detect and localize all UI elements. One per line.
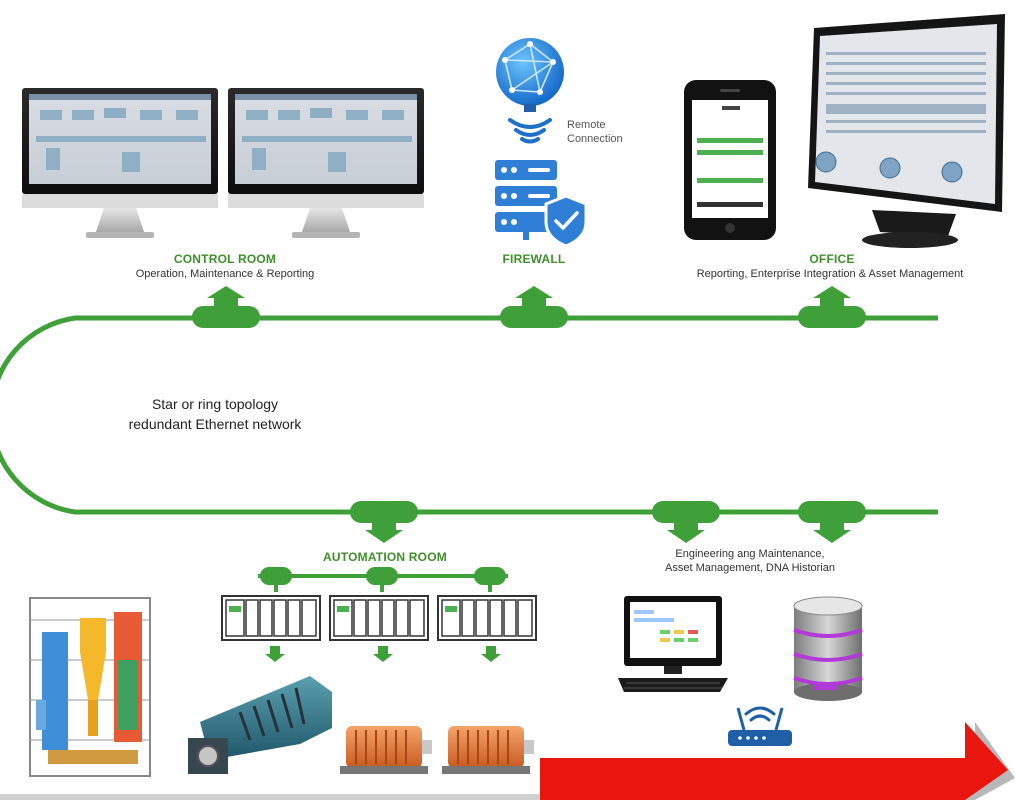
- firewall-title: FIREWALL: [502, 252, 566, 266]
- engineering-line-1: Engineering ang Maintenance,: [675, 548, 825, 560]
- ground-line: [0, 794, 540, 800]
- automation-bus: [258, 567, 508, 592]
- office-title: OFFICE: [809, 252, 855, 266]
- wireless-icon: [508, 118, 552, 144]
- automation-room-title: AUTOMATION ROOM: [323, 550, 447, 564]
- network-line-2: redundant Ethernet network: [128, 416, 302, 432]
- database-icon: [793, 596, 863, 701]
- control-room-subtitle: Operation, Maintenance & Reporting: [135, 268, 315, 280]
- plc-rack-icon: [221, 595, 321, 641]
- network-node-firewall: [500, 286, 568, 328]
- network-node-engineering-2: [798, 501, 866, 543]
- network-node-office: [798, 286, 866, 328]
- ethernet-ring-network: [0, 315, 938, 515]
- engineering-line-2: Asset Management, DNA Historian: [665, 562, 835, 574]
- plc-output-arrows: [265, 646, 501, 662]
- motor-icon: [442, 726, 534, 774]
- remote-connection-label: Remote Connection: [567, 118, 623, 146]
- control-room-title: CONTROL ROOM: [173, 252, 277, 266]
- globe-icon: [496, 38, 564, 112]
- turbine-icon: [188, 676, 332, 774]
- network-line-1: Star or ring topology: [151, 396, 279, 412]
- network-topology-label: Star or ring topology redundant Ethernet…: [100, 394, 330, 434]
- network-node-automation-room: [350, 501, 418, 543]
- computer-icon: [618, 596, 728, 692]
- motor-icon: [340, 726, 432, 774]
- office-subtitle: Reporting, Enterprise Integration & Asse…: [696, 268, 964, 280]
- engineering-label: Engineering ang Maintenance, Asset Manag…: [640, 547, 860, 575]
- network-node-control-room: [192, 286, 260, 328]
- remote-line-2: Connection: [567, 133, 623, 145]
- network-node-engineering-1: [652, 501, 720, 543]
- shield-check-icon: [544, 194, 588, 248]
- plc-rack-icon: [437, 595, 537, 641]
- remote-line-1: Remote: [567, 119, 606, 131]
- monitor-icon: [228, 88, 424, 238]
- smartphone-icon: [684, 80, 776, 240]
- plc-rack-icon: [329, 595, 429, 641]
- process-flow-arrow: [540, 722, 1015, 800]
- monitor-icon: [808, 14, 1005, 248]
- monitor-icon: [22, 88, 218, 238]
- wifi-router-icon: [728, 706, 792, 746]
- firewall-server-icon: [495, 160, 557, 240]
- boiler-icon: [29, 597, 151, 777]
